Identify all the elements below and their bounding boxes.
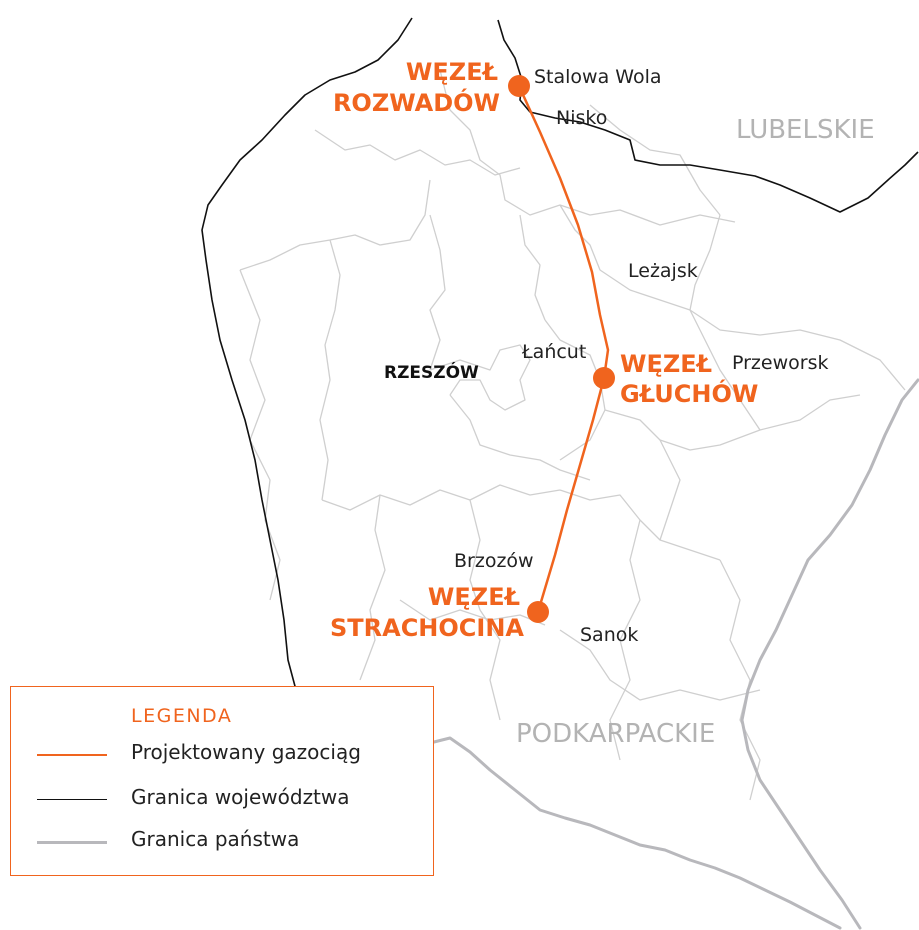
capital-label-rzeszow: RZESZÓW	[384, 361, 479, 383]
node-gluchow-marker	[593, 367, 615, 389]
city-label-stalowa-wola: Stalowa Wola	[534, 66, 662, 88]
node-label-rozwadow-line1: WĘZEŁ	[406, 58, 498, 86]
node-rozwadow-marker	[508, 75, 530, 97]
city-label-lancut: Łańcut	[521, 341, 586, 363]
pipeline	[517, 85, 610, 613]
legend: LEGENDA Projektowany gazociąg Granica wo…	[10, 686, 434, 876]
legend-label-pipeline: Projektowany gazociąg	[131, 740, 361, 764]
legend-swatch-voivodeship-border	[37, 799, 107, 800]
legend-title: LEGENDA	[131, 705, 233, 727]
legend-item-voivodeship-border: Granica województwa	[37, 785, 427, 815]
node-label-gluchow-line1: WĘZEŁ	[620, 350, 712, 378]
node-strachocina-marker	[527, 601, 549, 623]
region-label-podkarpackie: PODKARPACKIE	[516, 719, 715, 749]
county-borders	[239, 69, 906, 801]
city-label-brzozow: Brzozów	[454, 550, 534, 572]
node-label-rozwadow-line2: ROZWADÓW	[333, 87, 500, 117]
legend-item-country-border: Granica państwa	[37, 827, 427, 857]
city-label-lezajsk: Leżajsk	[628, 260, 698, 282]
city-label-sanok: Sanok	[580, 624, 638, 646]
region-label-lubelskie: LUBELSKIE	[736, 115, 875, 145]
city-label-przeworsk: Przeworsk	[732, 352, 828, 374]
legend-swatch-pipeline	[37, 754, 107, 756]
city-label-nisko: Nisko	[556, 107, 607, 129]
node-label-strachocina-line2: STRACHOCINA	[330, 614, 524, 642]
legend-label-voivodeship-border: Granica województwa	[131, 785, 350, 809]
legend-label-country-border: Granica państwa	[131, 827, 300, 851]
country-borders	[432, 378, 919, 930]
node-label-strachocina-line1: WĘZEŁ	[428, 583, 520, 611]
node-label-gluchow-line2: GŁUCHÓW	[620, 378, 758, 408]
legend-swatch-country-border	[37, 841, 107, 844]
legend-item-pipeline: Projektowany gazociąg	[37, 740, 427, 770]
